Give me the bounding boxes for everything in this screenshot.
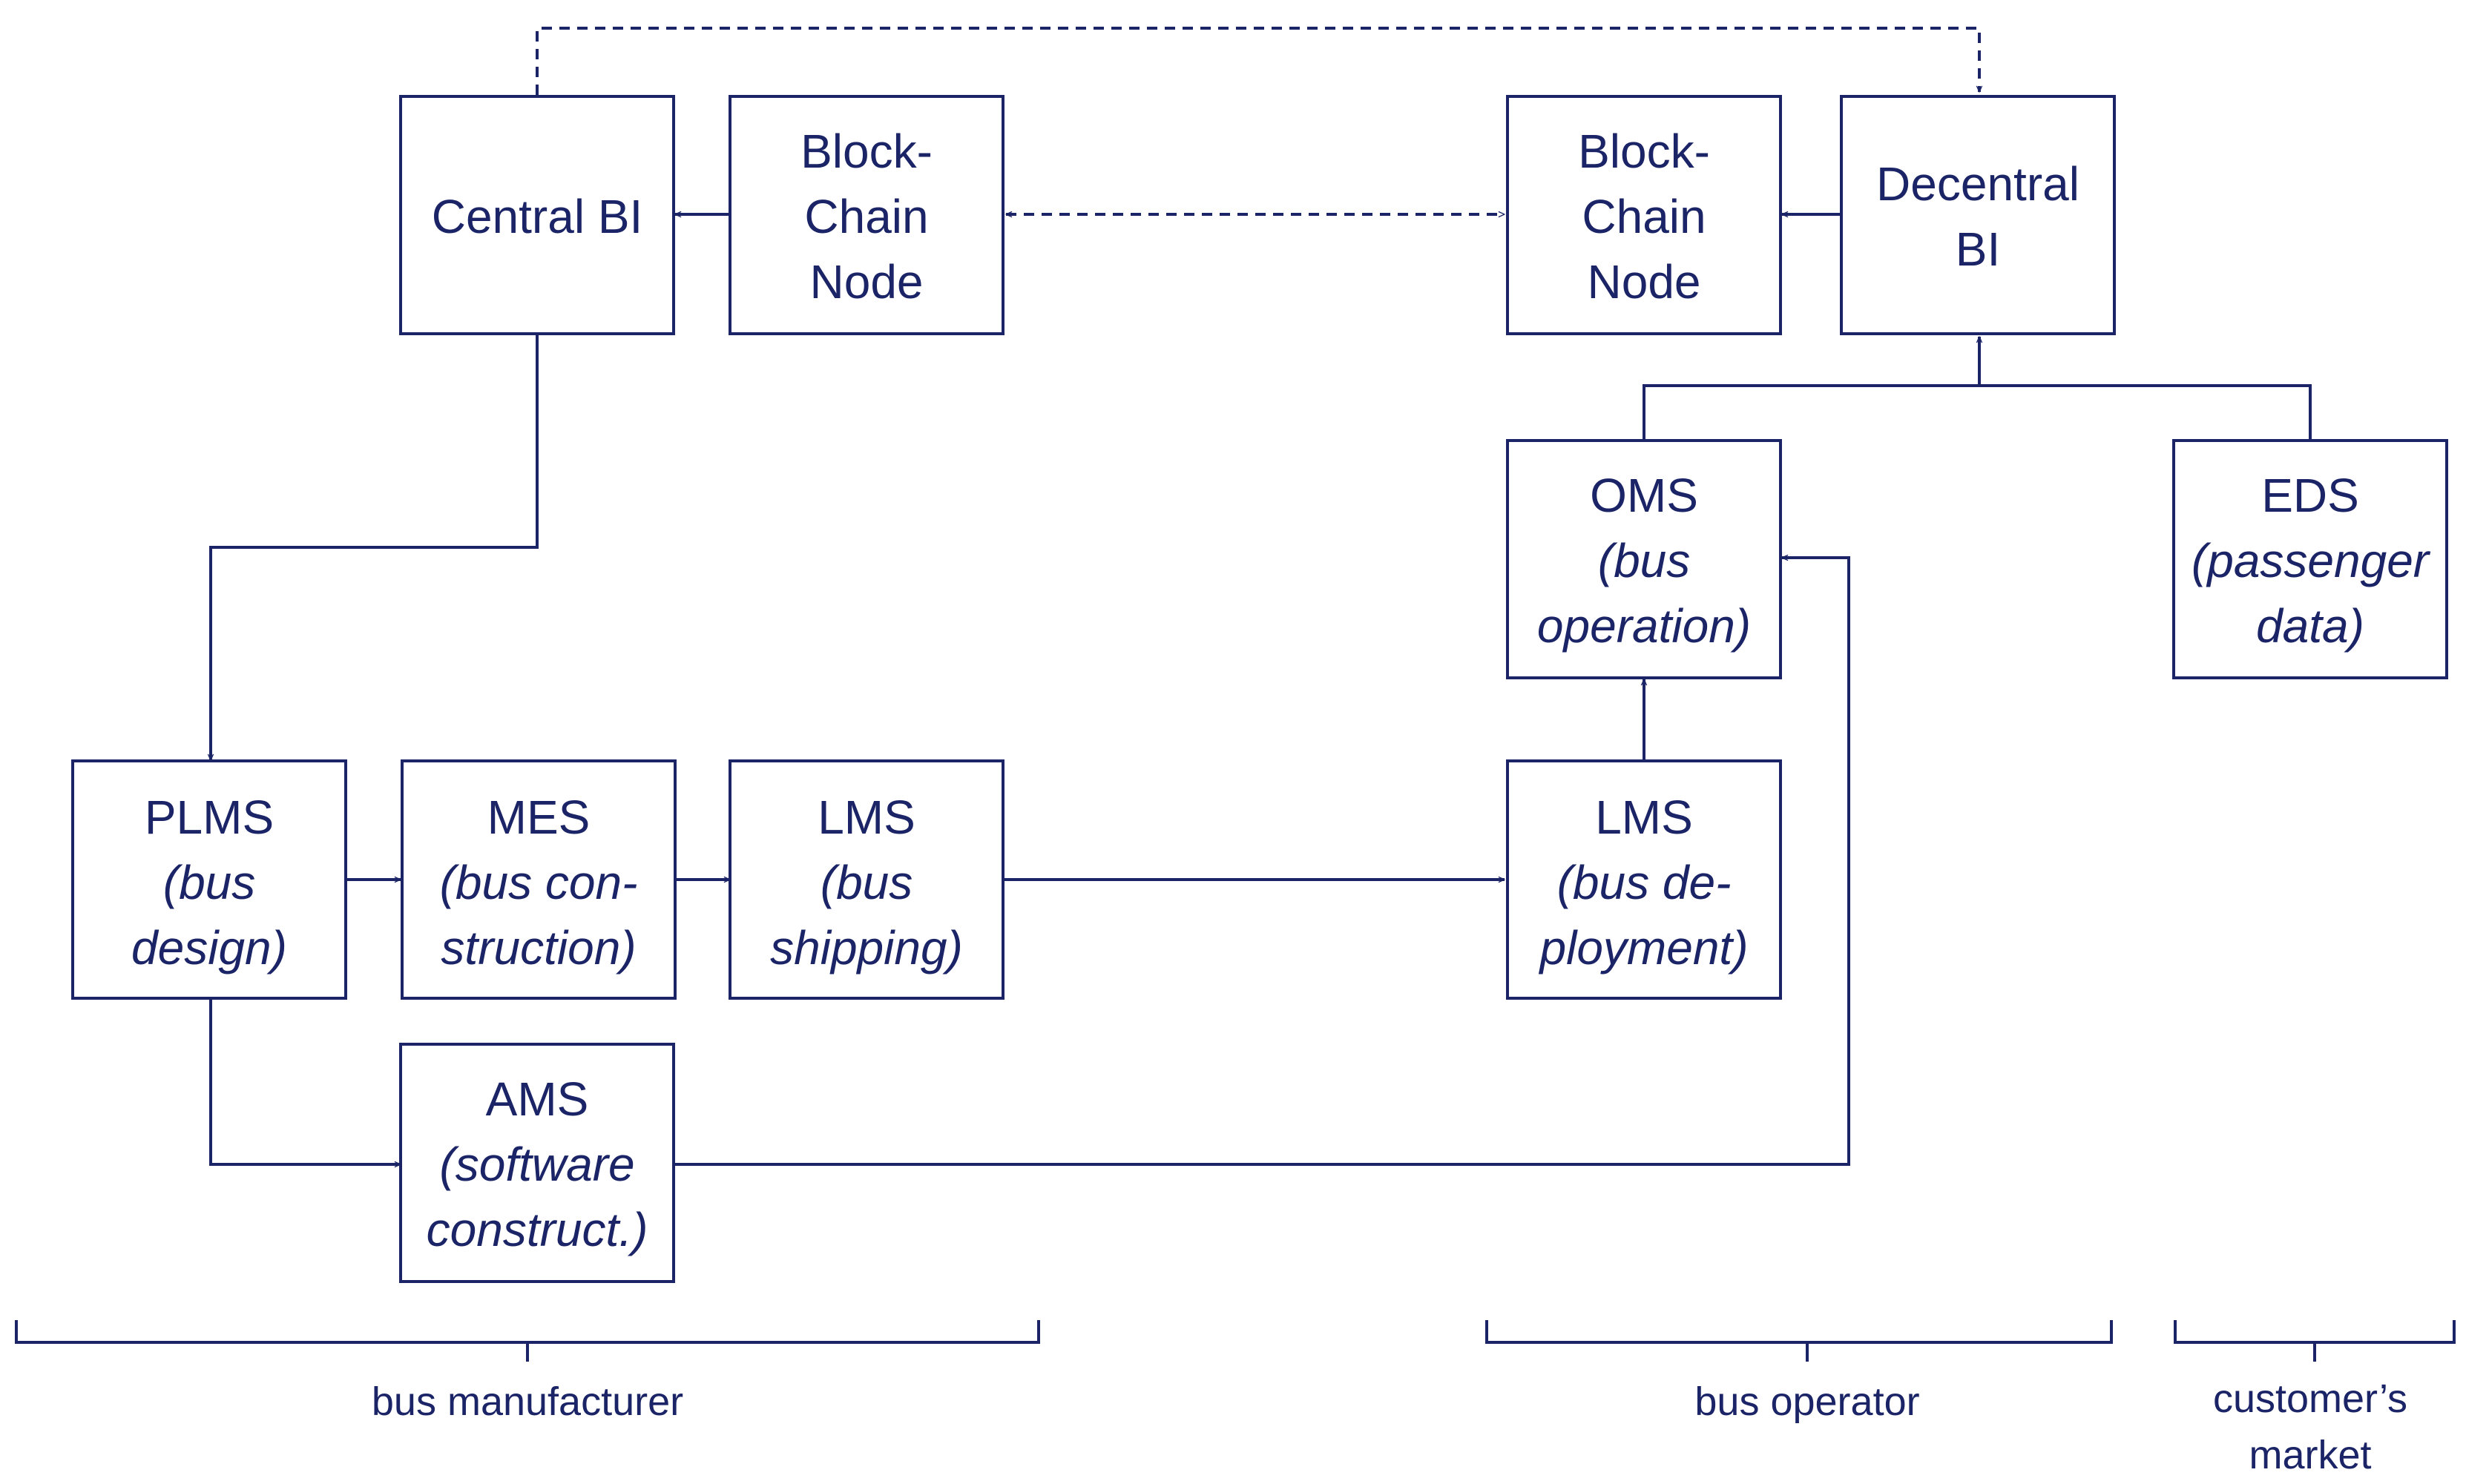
brace-customers-market	[2174, 1320, 2456, 1362]
lms-shipping-title: LMS	[818, 791, 915, 844]
ams-sub2: construct.)	[427, 1203, 648, 1256]
blockchain-right-line2: Chain	[1582, 190, 1706, 243]
lms-deployment-sub2: ployment)	[1539, 921, 1749, 975]
lms-shipping-sub1: (bus	[821, 856, 913, 909]
plms-sub2: design)	[131, 921, 287, 975]
lms-deployment-title: LMS	[1595, 791, 1693, 844]
node-ams: AMS (software construct.)	[399, 1043, 675, 1283]
plms-sub1: (bus	[163, 856, 256, 909]
node-decentral-bi: Decentral BI	[1840, 95, 2116, 335]
central-bi-label: Central BI	[432, 190, 643, 243]
mes-sub1: (bus con-	[440, 856, 638, 909]
blockchain-left-line1: Block-	[800, 125, 933, 178]
node-central-bi: Central BI	[399, 95, 675, 335]
oms-title: OMS	[1590, 469, 1698, 522]
decentral-bi-line2: BI	[1956, 222, 2000, 276]
customers-market-line1: customer’s	[2213, 1376, 2407, 1421]
dashed-link-centralbi-to-decentralbi	[536, 27, 1979, 95]
mes-sub2: struction)	[441, 921, 636, 975]
node-plms: PLMS (bus design)	[71, 759, 347, 1000]
bus-manufacturer-label: bus manufacturer	[372, 1379, 683, 1424]
lms-shipping-sub2: shipping)	[770, 921, 963, 975]
decentral-bi-line1: Decentral	[1876, 157, 2079, 211]
group-bus-operator: bus operator	[1485, 1320, 2113, 1424]
lms-deployment-sub1: (bus de-	[1557, 856, 1732, 909]
plms-title: PLMS	[145, 791, 274, 844]
node-lms-deployment: LMS (bus de- ployment)	[1506, 759, 1782, 1000]
blockchain-right-line1: Block-	[1578, 125, 1710, 178]
oms-sub1: (bus	[1598, 534, 1691, 587]
node-blockchain-left: Block- Chain Node	[729, 95, 1005, 335]
eds-sub2: data)	[2256, 599, 2364, 653]
mes-title: MES	[487, 791, 591, 844]
arrow-centralbi-to-plms	[211, 335, 539, 760]
group-bus-manufacturer: bus manufacturer	[15, 1320, 1040, 1424]
ams-title: AMS	[486, 1072, 589, 1126]
eds-title: EDS	[2261, 469, 2359, 522]
node-eds: EDS (passenger data)	[2172, 439, 2448, 679]
node-lms-shipping: LMS (bus shipping)	[729, 759, 1005, 1000]
bus-operator-label: bus operator	[1694, 1379, 1919, 1424]
link-oms-to-bus	[1643, 384, 2312, 439]
arrow-plms-to-ams	[209, 1000, 401, 1164]
node-mes: MES (bus con- struction)	[401, 759, 677, 1000]
blockchain-left-line3: Node	[810, 255, 924, 309]
eds-sub1: (passenger	[2192, 534, 2431, 587]
brace-bus-manufacturer	[15, 1320, 1040, 1362]
arrow-ams-to-oms	[674, 558, 1850, 1166]
ams-sub1: (software	[439, 1138, 634, 1191]
oms-sub2: operation)	[1537, 599, 1751, 653]
blockchain-left-line2: Chain	[804, 190, 928, 243]
blockchain-right-line3: Node	[1588, 255, 1701, 309]
node-blockchain-right: Block- Chain Node	[1506, 95, 1782, 335]
node-oms: OMS (bus operation)	[1506, 439, 1782, 679]
group-customers-market: customer’s market	[2174, 1320, 2456, 1477]
customers-market-line2: market	[2249, 1433, 2371, 1477]
brace-bus-operator	[1485, 1320, 2113, 1362]
